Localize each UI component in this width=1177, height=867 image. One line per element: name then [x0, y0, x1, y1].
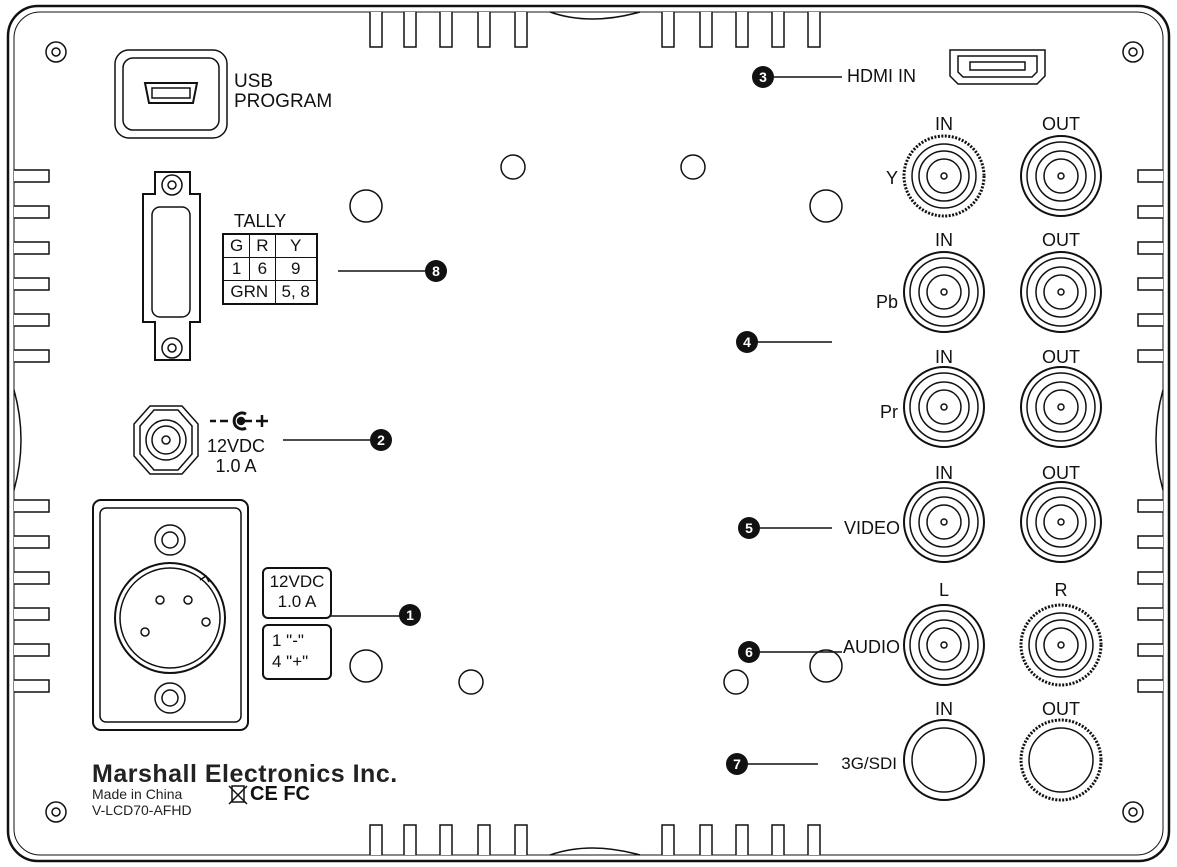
tally-title: TALLY	[233, 211, 287, 231]
pr-in-label: IN	[935, 347, 953, 367]
callout-7: 7	[726, 753, 748, 775]
brand-name: Marshall Electronics Inc.	[92, 760, 398, 788]
callout-3: 3	[752, 66, 774, 88]
pb-out-label: OUT	[1042, 230, 1080, 250]
callout-6: 6	[738, 641, 760, 663]
callout-2: 2	[370, 429, 392, 451]
tally-header-y: Y	[274, 233, 318, 258]
callout-1: 1	[399, 604, 421, 626]
bnc-connectors	[902, 134, 1103, 802]
video-label: VIDEO	[843, 518, 900, 538]
y-label: Y	[885, 168, 898, 188]
bnc-audio-r	[1019, 603, 1103, 687]
bnc-pb-out	[1020, 251, 1102, 333]
audio-l-label: L	[938, 580, 950, 600]
xlr-power-port	[92, 499, 249, 731]
tally-pin-g: 1	[222, 257, 251, 281]
mounting-holes	[349, 154, 843, 695]
leader-lines	[283, 76, 842, 765]
tally-grn-pins: 5, 8	[274, 280, 318, 305]
pb-in-label: IN	[935, 230, 953, 250]
tally-header-r: R	[249, 233, 276, 258]
tally-db9-port	[142, 171, 201, 361]
right-vents	[1137, 169, 1164, 693]
power-current: 1.0 A	[215, 456, 257, 476]
polarity-symbol	[210, 411, 268, 431]
usb-port	[114, 49, 228, 139]
usb-label-line2: PROGRAM	[234, 91, 333, 112]
tally-grn-label: GRN	[222, 280, 276, 305]
video-out-label: OUT	[1042, 463, 1080, 483]
xlr-pin-box: 1 "-" 4 "+"	[262, 624, 332, 680]
bnc-audio-l	[903, 604, 985, 686]
bnc-video-in	[903, 481, 985, 563]
xlr-pin1: 1 "-"	[272, 631, 304, 650]
sdi-out-label: OUT	[1042, 699, 1080, 719]
corner-screws	[45, 41, 1144, 823]
video-in-label: IN	[935, 463, 953, 483]
tally-pin-r: 6	[249, 257, 276, 281]
callout-5: 5	[738, 517, 760, 539]
bnc-pr-out	[1020, 366, 1102, 448]
y-out-label: OUT	[1042, 114, 1080, 134]
weee-bin-icon	[228, 785, 248, 805]
xlr-current: 1.0 A	[277, 592, 317, 611]
model-label: V-LCD70-AFHD	[92, 802, 192, 818]
bottom-vents	[369, 824, 821, 856]
made-in-label: Made in China	[92, 786, 183, 802]
xlr-voltage: 12VDC	[269, 572, 325, 591]
audio-label: AUDIO	[842, 637, 900, 657]
callout-4: 4	[736, 331, 758, 353]
tally-header-g: G	[222, 233, 251, 258]
audio-r-label: R	[1054, 580, 1068, 600]
bnc-video-out	[1020, 481, 1102, 563]
pb-label: Pb	[875, 292, 898, 312]
hdmi-label: HDMI IN	[847, 66, 916, 86]
tally-pin-y: 9	[274, 257, 318, 281]
bnc-pb-in	[903, 251, 985, 333]
bnc-y-in	[902, 134, 986, 218]
callout-8: 8	[425, 260, 447, 282]
bnc-pr-in	[903, 366, 985, 448]
power-voltage: 12VDC	[206, 436, 266, 456]
dc-power-jack	[133, 405, 199, 475]
xlr-rating-box: 12VDC 1.0 A	[262, 567, 332, 619]
y-in-label: IN	[935, 114, 953, 134]
left-vents	[13, 169, 50, 693]
sdi-in-label: IN	[935, 699, 953, 719]
top-vents	[369, 11, 821, 48]
bnc-y-out	[1020, 135, 1102, 217]
cert-marks: CE FC	[250, 783, 310, 805]
xlr-pin4: 4 "+"	[272, 652, 309, 671]
sdi-in	[903, 719, 985, 801]
tally-pinout-table: G R Y 1 6 9 GRN 5, 8	[222, 233, 318, 305]
usb-label-line1: USB	[234, 71, 274, 92]
hdmi-port	[949, 49, 1046, 85]
pr-label: Pr	[880, 402, 898, 422]
sdi-label: 3G/SDI	[841, 754, 897, 773]
pr-out-label: OUT	[1042, 347, 1080, 367]
sdi-out	[1019, 718, 1103, 802]
